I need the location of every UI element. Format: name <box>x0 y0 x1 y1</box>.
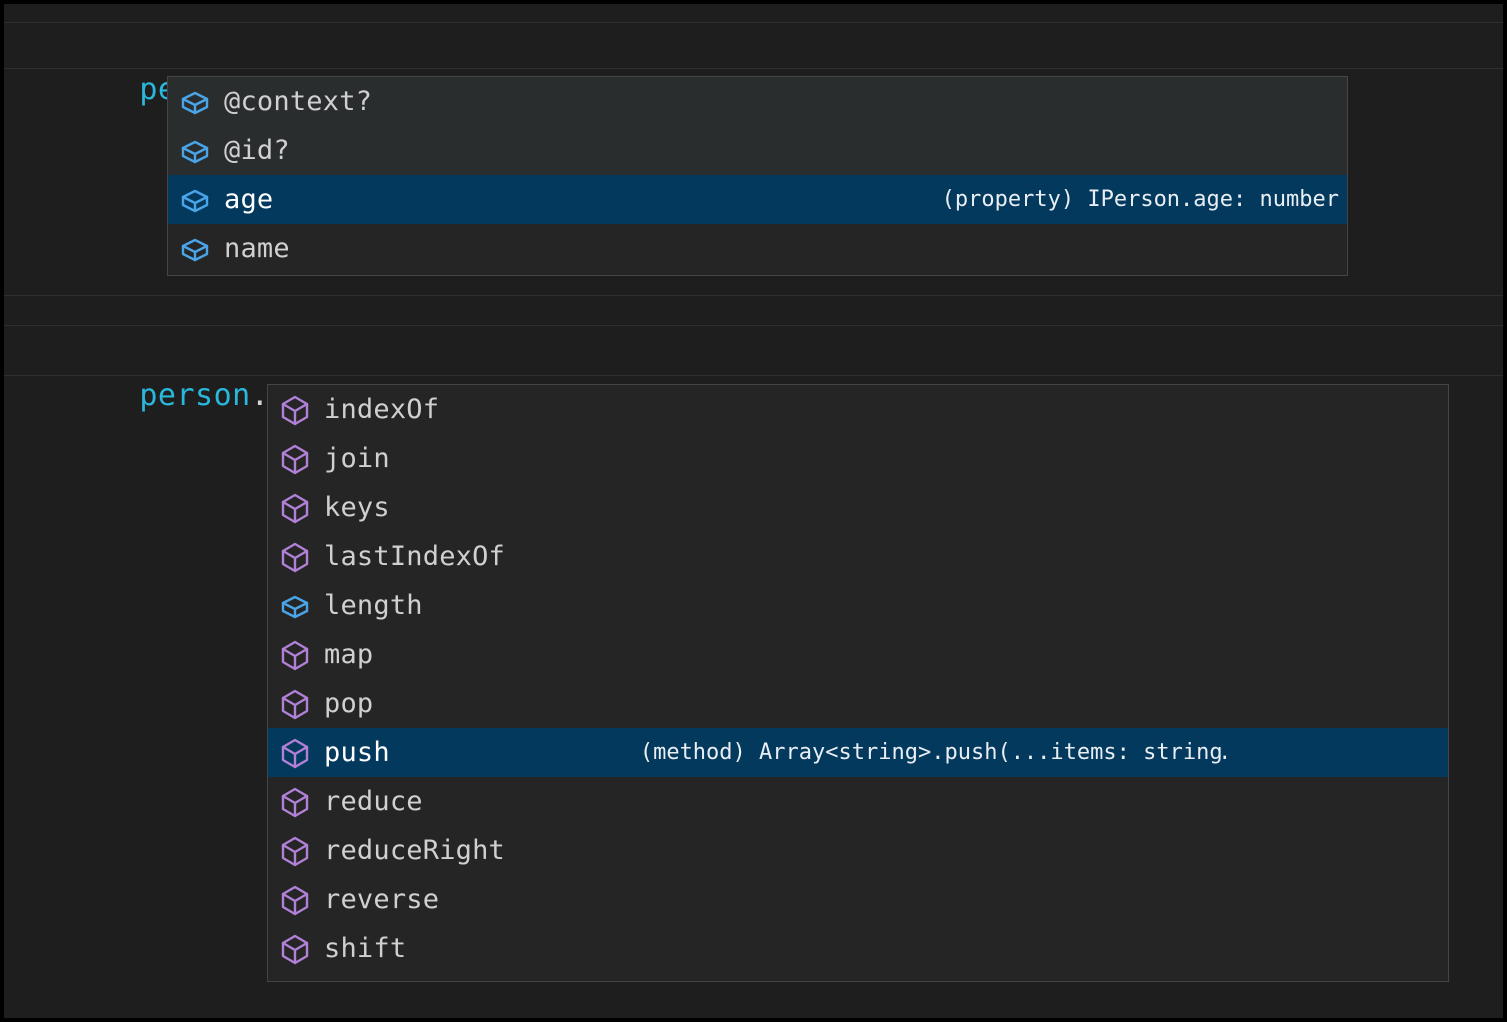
method-cube-icon <box>278 491 312 525</box>
suggest-item-shift[interactable]: shift <box>268 924 1448 973</box>
suggest-item-label: name <box>224 233 290 264</box>
line-separator <box>4 68 1503 69</box>
suggest-item-keys[interactable]: keys <box>268 483 1448 532</box>
method-cube-icon <box>278 834 312 868</box>
suggest-item-detail: (method) Array<string>.push(...items: st… <box>639 741 1227 764</box>
code-editor-surface[interactable]: person.; person.name.; @context?@id?age(… <box>4 4 1503 1018</box>
suggest-item-label: length <box>324 590 423 621</box>
suggest-item-reduceright[interactable]: reduceRight <box>268 826 1448 875</box>
suggest-item-push[interactable]: push (method) Array<string>.push(...items… <box>268 728 1448 777</box>
method-cube-icon <box>278 932 312 966</box>
suggest-item-length[interactable]: length <box>268 581 1448 630</box>
suggest-item-lastindexof[interactable]: lastIndexOf <box>268 532 1448 581</box>
suggest-item-label: @context? <box>224 86 373 117</box>
suggest-item-name[interactable]: name <box>168 224 1347 273</box>
suggest-item-label: reduceRight <box>324 835 506 866</box>
suggest-item-label: reverse <box>324 884 440 915</box>
method-cube-icon <box>278 442 312 476</box>
suggest-item-label: lastIndexOf <box>324 541 506 572</box>
suggest-item-label: push <box>324 737 390 768</box>
line-separator <box>4 375 1503 376</box>
suggest-item-reverse[interactable]: reverse <box>268 875 1448 924</box>
suggest-item-label: reduce <box>324 786 423 817</box>
line-separator <box>4 295 1503 296</box>
property-box-icon <box>278 589 312 623</box>
suggest-item-label: @id? <box>224 135 290 166</box>
suggest-item-indexof[interactable]: indexOf <box>268 385 1448 434</box>
token-dot: . <box>250 378 270 413</box>
method-cube-icon <box>278 883 312 917</box>
suggest-item-context[interactable]: @context? <box>168 77 1347 126</box>
method-cube-icon <box>278 393 312 427</box>
suggest-widget-person-members[interactable]: @context? @id? age (property) IPerson.age: … <box>167 76 1348 276</box>
method-cube-icon <box>278 687 312 721</box>
suggest-item-label: join <box>324 443 390 474</box>
suggest-item-pop[interactable]: pop <box>268 679 1448 728</box>
property-box-icon <box>178 232 212 266</box>
token-identifier-person: person <box>139 378 251 413</box>
suggest-item-join[interactable]: join <box>268 434 1448 483</box>
property-box-icon <box>178 134 212 168</box>
suggest-item-label: keys <box>324 492 390 523</box>
line-separator <box>4 22 1503 23</box>
line-separator <box>4 325 1503 326</box>
suggest-item-age[interactable]: age (property) IPerson.age: number <box>168 175 1347 224</box>
suggest-item-label: age <box>224 184 274 215</box>
property-box-icon <box>178 183 212 217</box>
suggest-item-label: indexOf <box>324 394 440 425</box>
suggest-item-label: map <box>324 639 374 670</box>
suggest-item-label: shift <box>324 933 407 964</box>
suggest-item-label: pop <box>324 688 374 719</box>
method-cube-icon <box>278 540 312 574</box>
method-cube-icon <box>278 785 312 819</box>
method-cube-icon <box>278 638 312 672</box>
method-cube-icon <box>278 736 312 770</box>
suggest-item-id[interactable]: @id? <box>168 126 1347 175</box>
suggest-item-reduce[interactable]: reduce <box>268 777 1448 826</box>
suggest-item-detail: (property) IPerson.age: number <box>941 188 1339 211</box>
property-box-icon <box>178 85 212 119</box>
suggest-widget-array-members[interactable]: indexOf join keys lastIndexOf length map pop pu… <box>267 384 1449 982</box>
suggest-item-map[interactable]: map <box>268 630 1448 679</box>
